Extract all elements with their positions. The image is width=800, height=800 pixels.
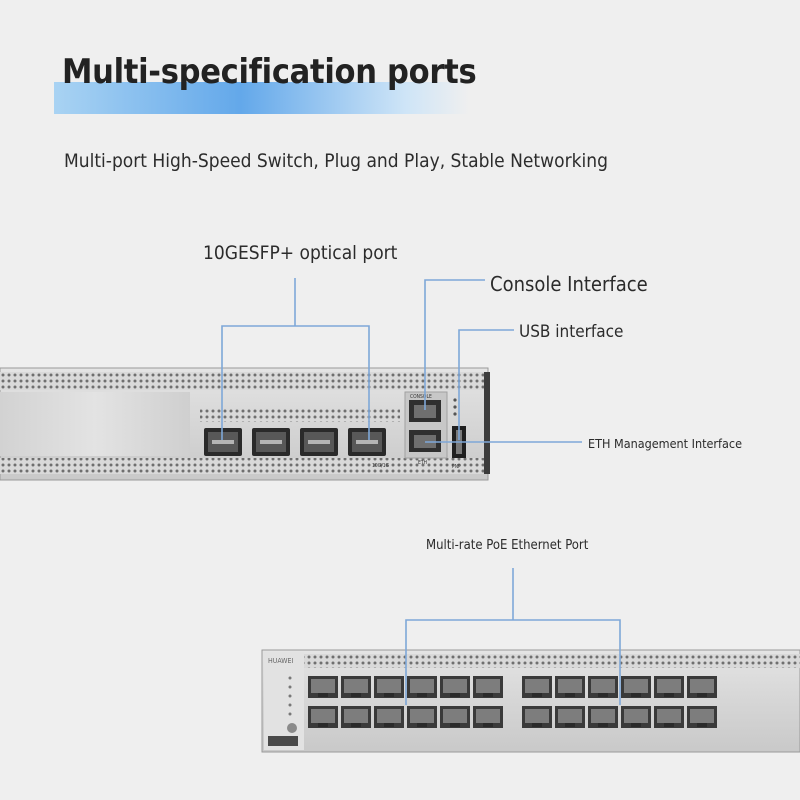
status-led bbox=[288, 685, 292, 689]
rj45-port[interactable] bbox=[341, 676, 371, 698]
rj45-port[interactable] bbox=[440, 676, 470, 698]
rj45-port[interactable] bbox=[654, 676, 684, 698]
rj45-port[interactable] bbox=[588, 706, 618, 728]
callout-console-interface: Console Interface bbox=[490, 272, 648, 296]
vent-strip-upper bbox=[0, 372, 484, 390]
leader-line-sfp-bracket bbox=[221, 325, 370, 440]
sfp-port[interactable] bbox=[348, 428, 386, 456]
rj45-port[interactable] bbox=[522, 706, 552, 728]
rj45-port[interactable] bbox=[341, 706, 371, 728]
rj45-port[interactable] bbox=[555, 676, 585, 698]
vent-strip-inner bbox=[200, 408, 400, 422]
rj45-port[interactable] bbox=[555, 706, 585, 728]
callout-eth-management: ETH Management Interface bbox=[588, 436, 743, 451]
sfp-port-group: 10G/1G bbox=[204, 428, 390, 469]
leader-line-poe-bracket bbox=[405, 619, 621, 705]
sfp-port-label: 10G/1G bbox=[372, 463, 390, 469]
vent-strip-top bbox=[300, 654, 800, 668]
status-led bbox=[288, 703, 292, 707]
rj45-port[interactable] bbox=[522, 676, 552, 698]
title-highlight-bar bbox=[54, 82, 469, 114]
console-port[interactable] bbox=[409, 400, 441, 422]
page-title: Multi-specification ports bbox=[62, 52, 477, 92]
rj45-port[interactable] bbox=[473, 676, 503, 698]
switch-front-panel-bottom: HUAWEI bbox=[261, 649, 800, 753]
rj45-port[interactable] bbox=[374, 706, 404, 728]
callout-poe-port: Multi-rate PoE Ethernet Port bbox=[426, 538, 589, 553]
rj45-port[interactable] bbox=[407, 676, 437, 698]
rj45-port[interactable] bbox=[374, 676, 404, 698]
rj45-port[interactable] bbox=[621, 676, 651, 698]
switch-front-panel-top: 10G/1G CONSOLE ETH PNP bbox=[0, 367, 490, 481]
callout-leader-lines bbox=[221, 278, 621, 705]
console-port-label: CONSOLE bbox=[410, 394, 432, 400]
rj45-port[interactable] bbox=[473, 706, 503, 728]
pnp-label: PNP bbox=[452, 464, 461, 470]
rj45-port[interactable] bbox=[654, 706, 684, 728]
rj45-port[interactable] bbox=[621, 706, 651, 728]
status-led bbox=[288, 676, 292, 680]
eth-management-port[interactable] bbox=[409, 430, 441, 452]
callout-sfp-port: 10GESFP+ optical port bbox=[203, 242, 398, 264]
status-led bbox=[288, 712, 292, 716]
rj45-port[interactable] bbox=[308, 676, 338, 698]
vent-strip-lower bbox=[0, 458, 484, 474]
eth-port-label: ETH bbox=[418, 460, 427, 466]
leader-line-usb bbox=[458, 329, 514, 440]
rj45-port[interactable] bbox=[588, 676, 618, 698]
sfp-port[interactable] bbox=[300, 428, 338, 456]
rj45-port[interactable] bbox=[407, 706, 437, 728]
page-subtitle: Multi-port High-Speed Switch, Plug and P… bbox=[64, 150, 608, 172]
callout-usb-interface: USB interface bbox=[519, 322, 624, 342]
rj45-port[interactable] bbox=[308, 706, 338, 728]
status-led bbox=[288, 694, 292, 698]
brand-logo: HUAWEI bbox=[268, 657, 293, 665]
status-led bbox=[453, 398, 457, 402]
rj45-port[interactable] bbox=[440, 706, 470, 728]
status-led bbox=[453, 405, 457, 409]
title-block: Multi-specification ports bbox=[54, 48, 477, 118]
rj45-port[interactable] bbox=[687, 676, 717, 698]
sfp-port[interactable] bbox=[252, 428, 290, 456]
mode-button[interactable] bbox=[287, 723, 297, 733]
sfp-port[interactable] bbox=[204, 428, 242, 456]
rj45-port-grid bbox=[308, 676, 717, 728]
leader-line-console bbox=[424, 279, 485, 410]
status-led bbox=[453, 412, 457, 416]
rj45-port[interactable] bbox=[687, 706, 717, 728]
